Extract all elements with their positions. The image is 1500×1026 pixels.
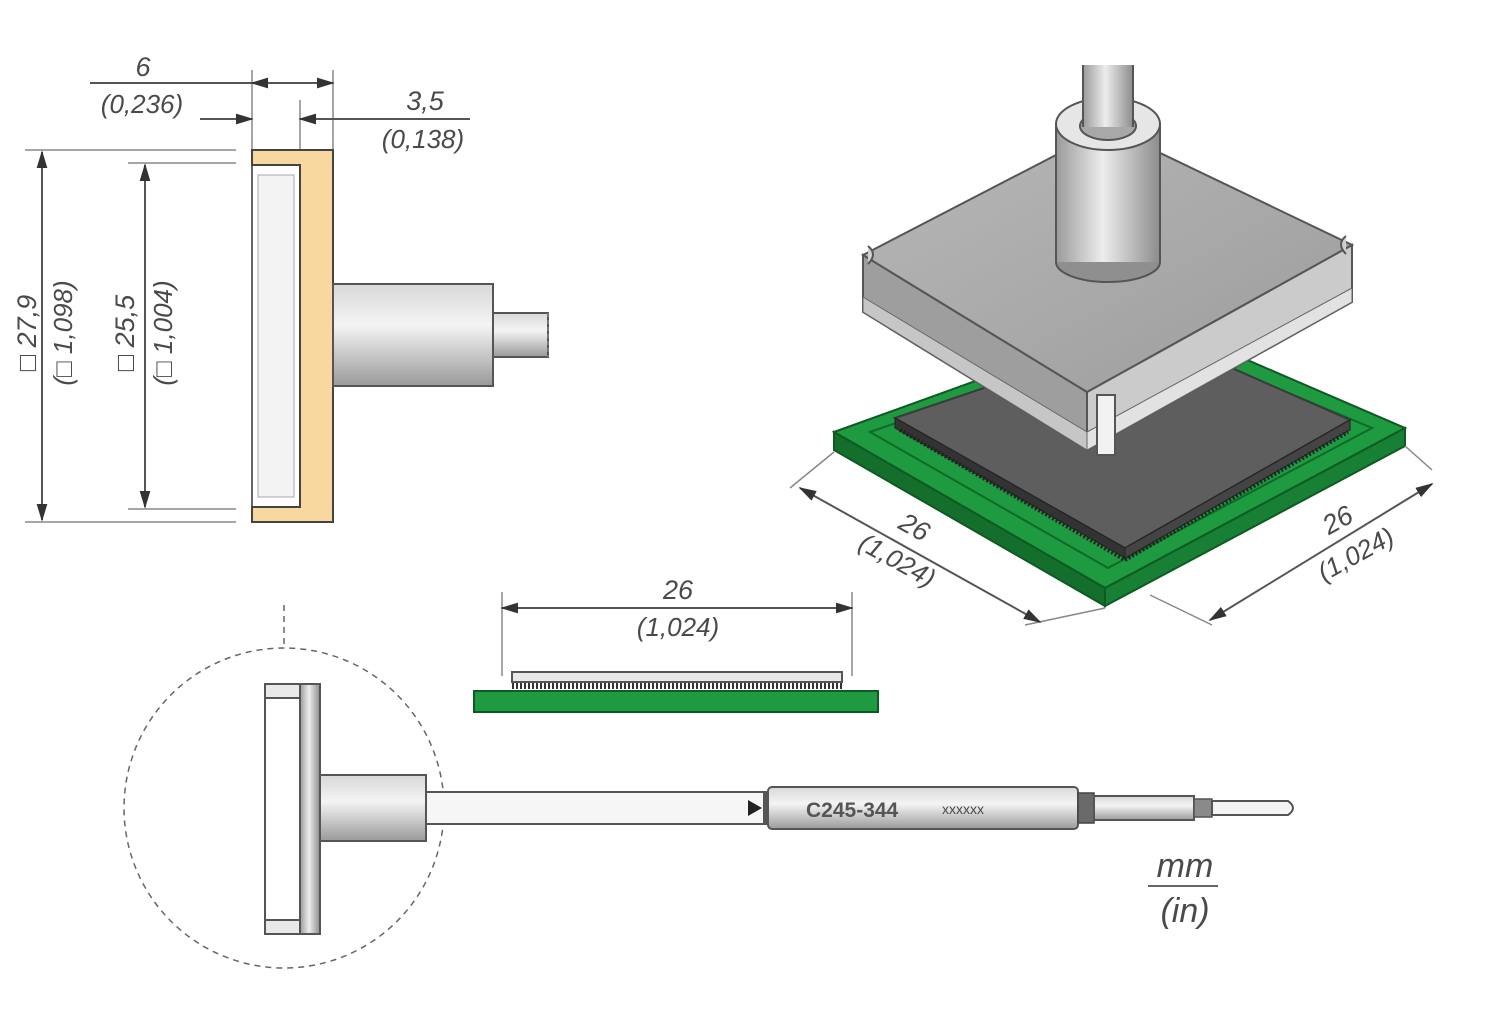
tip-tube — [425, 791, 767, 825]
isometric-view: 26 (1,024) 26 (1,024) — [789, 65, 1434, 626]
tip-pin-iso — [1083, 65, 1133, 127]
serial-placeholder: xxxxxx — [942, 801, 984, 817]
dim-chip-width-in: (1,024) — [637, 612, 719, 642]
dim-inner-square-mm: □ 25,5 — [110, 294, 140, 371]
dim-inner-square-in: (□ 1,004) — [148, 280, 178, 385]
section-view: 6 (0,236) 3,5 (0,138) □ 27,9 (□ 1,098) □… — [12, 52, 549, 523]
dim-wall-in: (0,138) — [382, 124, 464, 154]
chip-package — [511, 671, 843, 683]
dim-top-width-mm: 6 — [135, 52, 151, 82]
tip-pin — [492, 312, 549, 358]
dim-top-width-in: (0,236) — [101, 89, 183, 119]
dim-chip-width-mm: 26 — [662, 575, 694, 605]
unit-primary: mm — [1157, 847, 1214, 885]
part-number: C245-344 — [806, 799, 899, 822]
dim-wall-mm: 3,5 — [406, 86, 445, 116]
tip-arrow-mark — [748, 800, 762, 816]
tip-end — [1211, 800, 1294, 816]
dim-iso-right-mm: 26 — [1316, 499, 1359, 541]
tip-shank-long — [319, 774, 427, 842]
full-tip-view: C245-344 xxxxxx — [123, 605, 1294, 969]
tip-copper-profile — [251, 149, 334, 523]
pcb-side — [473, 690, 879, 713]
dim-outer-square-mm: □ 27,9 — [12, 295, 42, 371]
units-legend: mm (in) — [1148, 847, 1218, 930]
dim-iso-left-in: (1,024) — [854, 527, 941, 593]
dim-outer-square-in: (□ 1,098) — [48, 280, 78, 385]
unit-secondary: (in) — [1160, 892, 1209, 930]
dim-iso-left-mm: 26 — [893, 506, 936, 548]
tip-shank — [332, 283, 494, 387]
chip-side-view: 26 (1,024) — [473, 575, 879, 713]
